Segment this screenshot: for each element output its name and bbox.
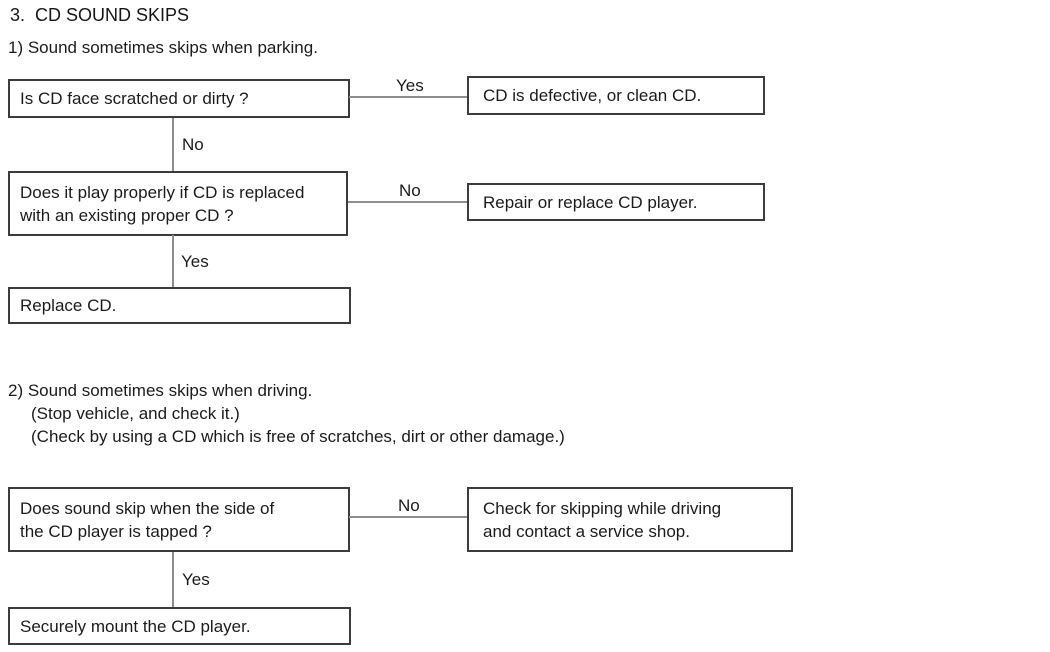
connector-q2-no-line bbox=[348, 201, 467, 203]
connector-q2-yes-line bbox=[172, 235, 174, 287]
flow-box-result-cd-defective: CD is defective, or clean CD. bbox=[467, 76, 765, 115]
section2-note-2: (Check by using a CD which is free of sc… bbox=[31, 427, 565, 446]
connector-q1-no-line bbox=[172, 118, 174, 171]
connector-q3-yes-line bbox=[172, 552, 174, 607]
page-title: 3. CD SOUND SKIPS bbox=[10, 5, 190, 25]
section2-heading: 2) Sound sometimes skips when driving. bbox=[8, 381, 313, 400]
flow-box-question-skip-when-tapped: Does sound skip when the side of the CD … bbox=[8, 487, 350, 552]
flow-box-text: Is CD face scratched or dirty ? bbox=[20, 89, 249, 108]
flow-box-action-replace-cd: Replace CD. bbox=[8, 287, 351, 324]
flow-box-text: CD is defective, or clean CD. bbox=[483, 86, 702, 105]
section1-heading: 1) Sound sometimes skips when parking. bbox=[8, 38, 318, 57]
edge-label-yes: Yes bbox=[182, 570, 210, 589]
flow-box-text: Repair or replace CD player. bbox=[483, 192, 698, 212]
edge-label-no: No bbox=[182, 135, 204, 154]
connector-q1-yes-line bbox=[349, 96, 467, 98]
flow-box-question-play-properly: Does it play properly if CD is replaced … bbox=[8, 171, 348, 236]
edge-label-yes: Yes bbox=[181, 252, 209, 271]
edge-label-yes: Yes bbox=[396, 76, 424, 95]
flow-box-text: Does sound skip when the side of the CD … bbox=[20, 498, 275, 541]
flow-box-text: Securely mount the CD player. bbox=[20, 616, 251, 636]
edge-label-no: No bbox=[399, 181, 421, 200]
flow-box-result-repair-player: Repair or replace CD player. bbox=[467, 183, 765, 221]
flow-box-text: Does it play properly if CD is replaced … bbox=[20, 182, 305, 225]
section2-note-1: (Stop vehicle, and check it.) bbox=[31, 404, 240, 423]
flow-box-question-cd-scratched: Is CD face scratched or dirty ? bbox=[8, 79, 350, 118]
edge-label-no: No bbox=[398, 496, 420, 515]
flow-box-text: Replace CD. bbox=[20, 296, 117, 315]
flow-box-text: Check for skipping while driving and con… bbox=[483, 498, 722, 541]
flow-box-result-contact-service-shop: Check for skipping while driving and con… bbox=[467, 487, 793, 552]
flow-box-action-mount-player: Securely mount the CD player. bbox=[8, 607, 351, 645]
connector-q3-no-line bbox=[349, 516, 467, 518]
